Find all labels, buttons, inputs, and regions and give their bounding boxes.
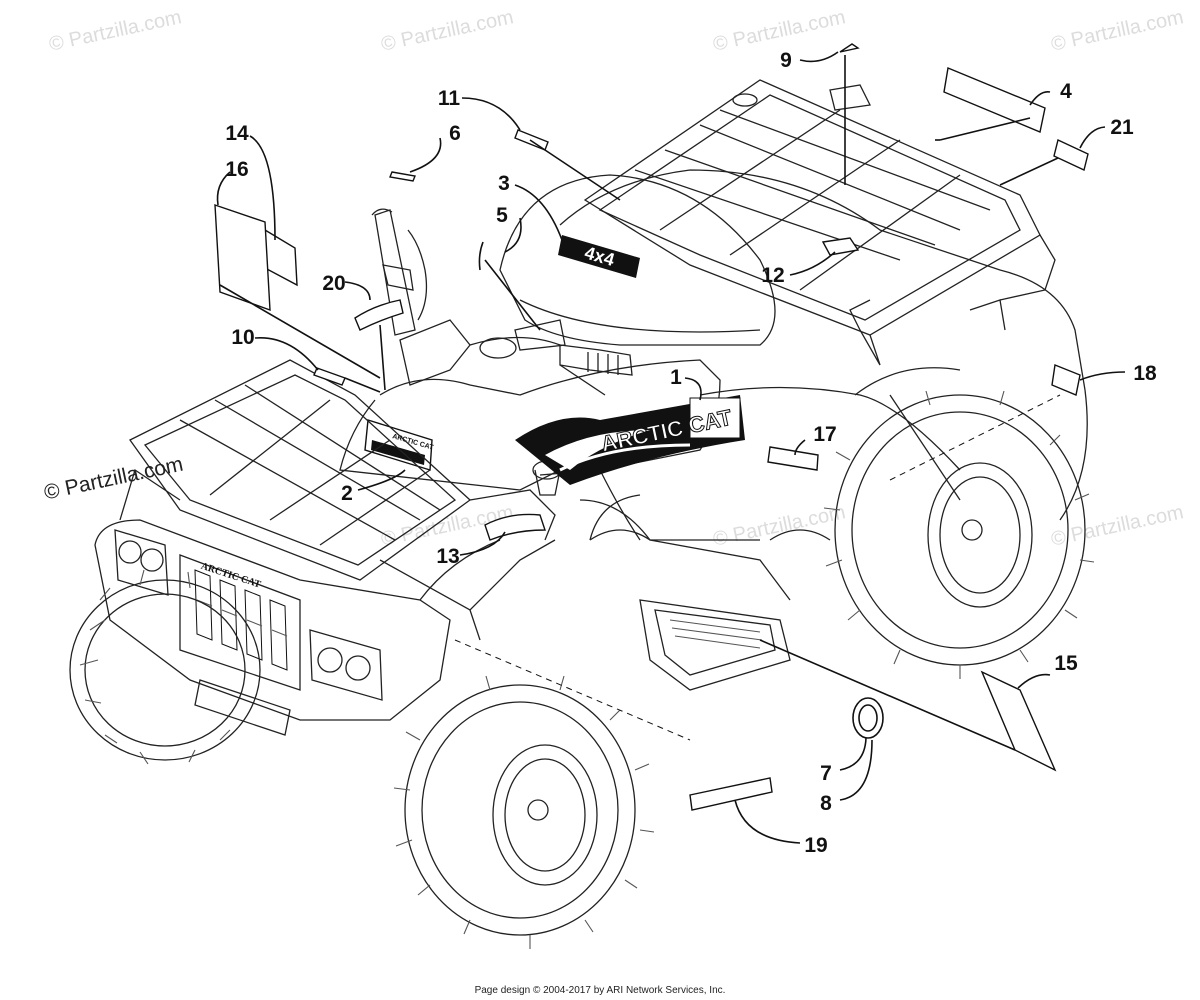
callout-9: 9 [780,49,792,72]
callout-7: 7 [820,762,832,785]
callout-16: 16 [225,158,248,181]
callout-6: 6 [449,122,461,145]
callout-17: 17 [813,423,836,446]
decal-20 [354,299,404,331]
callout-13: 13 [436,545,459,568]
callout-19: 19 [804,834,827,857]
callout-4: 4 [1060,80,1072,103]
callout-10: 10 [231,326,254,349]
callout-12: 12 [761,264,784,287]
decal-16 [214,204,271,312]
decal-10 [313,367,346,386]
front-nose: ARCTIC CAT [94,519,556,736]
rear-left-wheel-hint [589,494,831,541]
projection-line [454,639,691,741]
decal-21 [1053,139,1089,171]
handlebars [371,208,633,396]
rear-rack [583,79,1056,366]
callout-decals [214,43,1089,811]
decal-15 [980,670,1057,772]
rear-fender [559,169,1088,521]
decal-14 [264,228,298,287]
front-right-wheel [393,675,655,949]
decal-8 [858,704,878,732]
hood-decal-text: 4x4 [582,242,616,270]
rear-right-wheel [823,390,1095,679]
callout-11: 11 [438,87,461,110]
callout-1: 1 [670,366,682,389]
callout-3: 3 [498,172,510,195]
callout-2: 2 [341,482,353,505]
decal-13 [484,513,546,541]
footwell [589,529,791,691]
callout-numbers: 1 2 3 4 5 6 7 8 9 10 11 12 13 14 16 15 1… [225,49,1157,857]
decal-11 [514,129,549,151]
callout-20: 20 [322,272,345,295]
callout-8: 8 [820,792,832,815]
decal-12 [821,237,860,256]
decal-17 [767,446,819,471]
front-left-wheel [69,569,261,765]
callout-18: 18 [1133,362,1157,385]
decal-9 [839,43,860,53]
projection-line [889,394,1061,481]
callout-14: 14 [225,122,249,145]
front-rack [119,359,556,581]
decal-4 [943,67,1046,133]
decal-5 [478,241,484,271]
side-tank-decal: ARCTIC CAT [515,395,745,485]
decal-18 [1051,364,1081,396]
decal-6 [389,171,416,182]
callout-15: 15 [1054,652,1078,675]
callout-5: 5 [496,204,508,227]
decal-19 [689,777,773,811]
footer-copyright: Page design © 2004-2017 by ARI Network S… [474,985,726,996]
seat [499,174,776,346]
callout-21: 21 [1110,116,1134,139]
hood-4x4-decal: 4x4 [558,235,640,278]
leader-lines [216,51,1126,844]
